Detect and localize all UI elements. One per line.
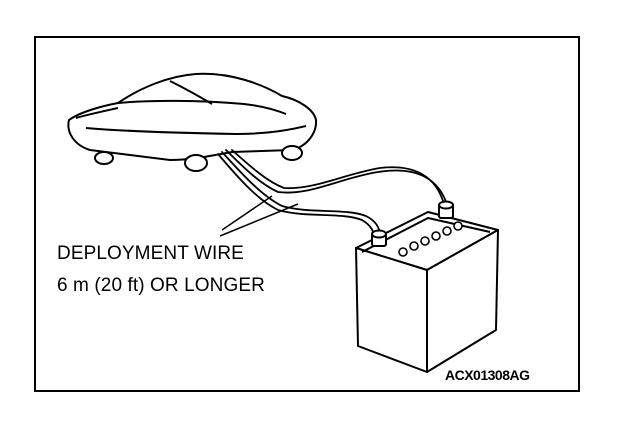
battery-side bbox=[426, 229, 499, 373]
cell-cap bbox=[453, 221, 463, 231]
cell-cap bbox=[409, 241, 419, 251]
figure-frame bbox=[34, 36, 580, 392]
cell-cap bbox=[398, 247, 408, 257]
wheel-rear-right bbox=[281, 145, 303, 161]
car-windshield bbox=[169, 80, 213, 105]
wire-label-line-2: 6 m (20 ft) OR LONGER bbox=[57, 275, 265, 296]
car-hood-line bbox=[75, 107, 119, 119]
label-leaders bbox=[219, 195, 299, 237]
cell-cap bbox=[420, 236, 430, 246]
car-roofline bbox=[117, 99, 287, 115]
wire-strand-4 bbox=[217, 153, 375, 239]
car bbox=[67, 72, 318, 172]
leader-upper bbox=[221, 195, 273, 231]
battery-front bbox=[355, 247, 428, 373]
battery-cell-caps bbox=[398, 221, 463, 257]
cell-cap bbox=[431, 231, 441, 241]
wire-label-line-1: DEPLOYMENT WIRE bbox=[57, 243, 244, 264]
car-body bbox=[67, 72, 318, 161]
cell-cap bbox=[442, 226, 452, 236]
wire-strand-1 bbox=[225, 149, 449, 209]
wire-strand-3 bbox=[221, 151, 381, 237]
leader-lower bbox=[219, 203, 299, 237]
battery-terminal-right bbox=[438, 200, 454, 219]
wire-strand-2 bbox=[231, 149, 445, 205]
car-beltline bbox=[85, 125, 307, 135]
deployment-wire bbox=[217, 149, 449, 239]
car-wheels bbox=[94, 145, 303, 172]
battery bbox=[355, 200, 499, 373]
figure-code: ACX01308AG bbox=[445, 367, 530, 383]
wheel-front-left bbox=[94, 151, 114, 165]
wheel-front-right bbox=[184, 154, 208, 172]
battery-terminal-left bbox=[371, 229, 387, 247]
